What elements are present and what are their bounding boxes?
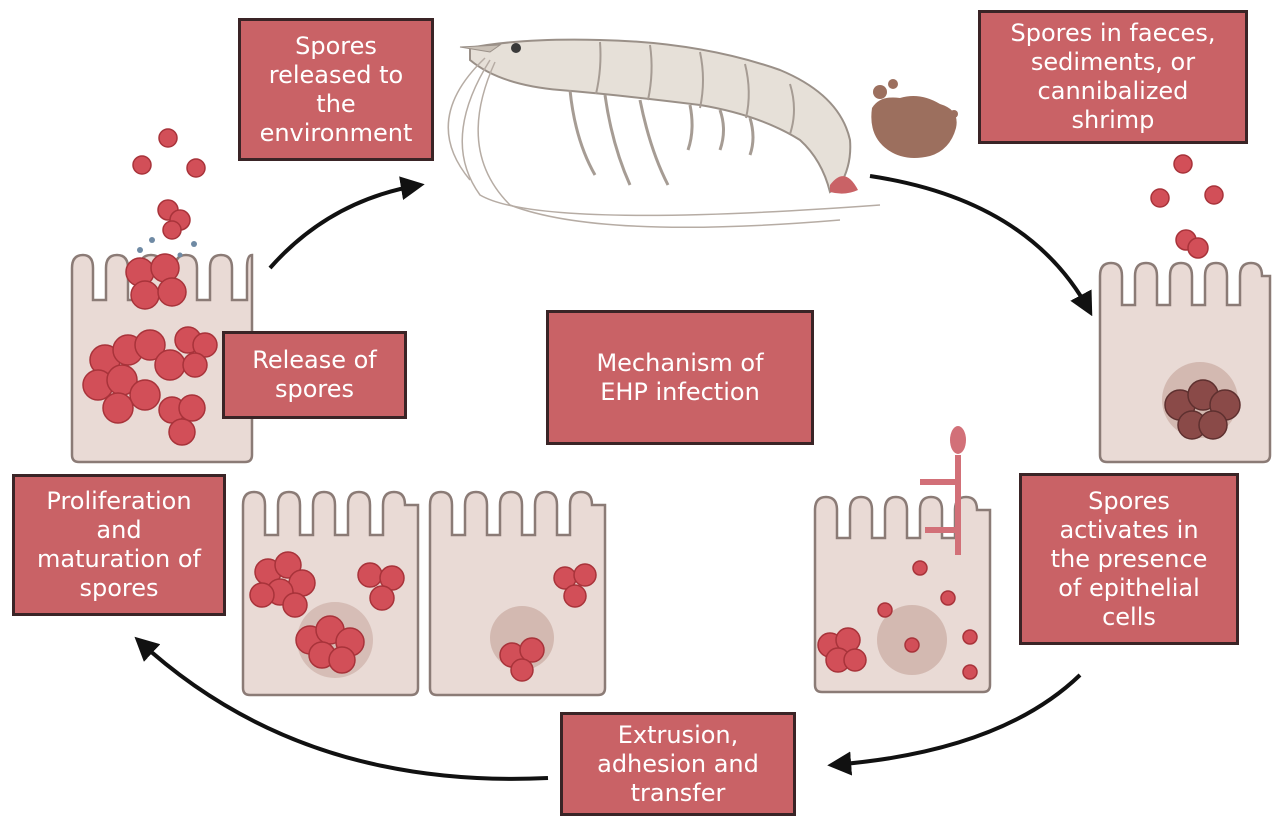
faeces-icon <box>871 79 958 158</box>
epithelial-cell-icon <box>1100 155 1270 462</box>
stage-label-activation: Spores activates in the presence of epit… <box>1019 473 1239 645</box>
arrow-icon <box>270 185 420 268</box>
stage-label-spores-source: Spores in faeces, sediments, or cannibal… <box>978 10 1248 144</box>
stage-label-proliferation: Proliferation and maturation of spores <box>12 474 226 616</box>
epithelial-cell-icon <box>243 492 418 695</box>
shrimp-icon <box>448 40 880 228</box>
stage-label-release-environment: Spores released to the environment <box>238 18 434 161</box>
arrow-icon <box>870 176 1090 312</box>
epithelial-cell-icon <box>430 492 605 695</box>
stage-label-release-of-spores: Release of spores <box>222 331 407 419</box>
epithelial-cell-icon <box>815 426 990 692</box>
center-title: Mechanism of EHP infection <box>546 310 814 445</box>
stage-label-extrusion: Extrusion, adhesion and transfer <box>560 712 796 816</box>
